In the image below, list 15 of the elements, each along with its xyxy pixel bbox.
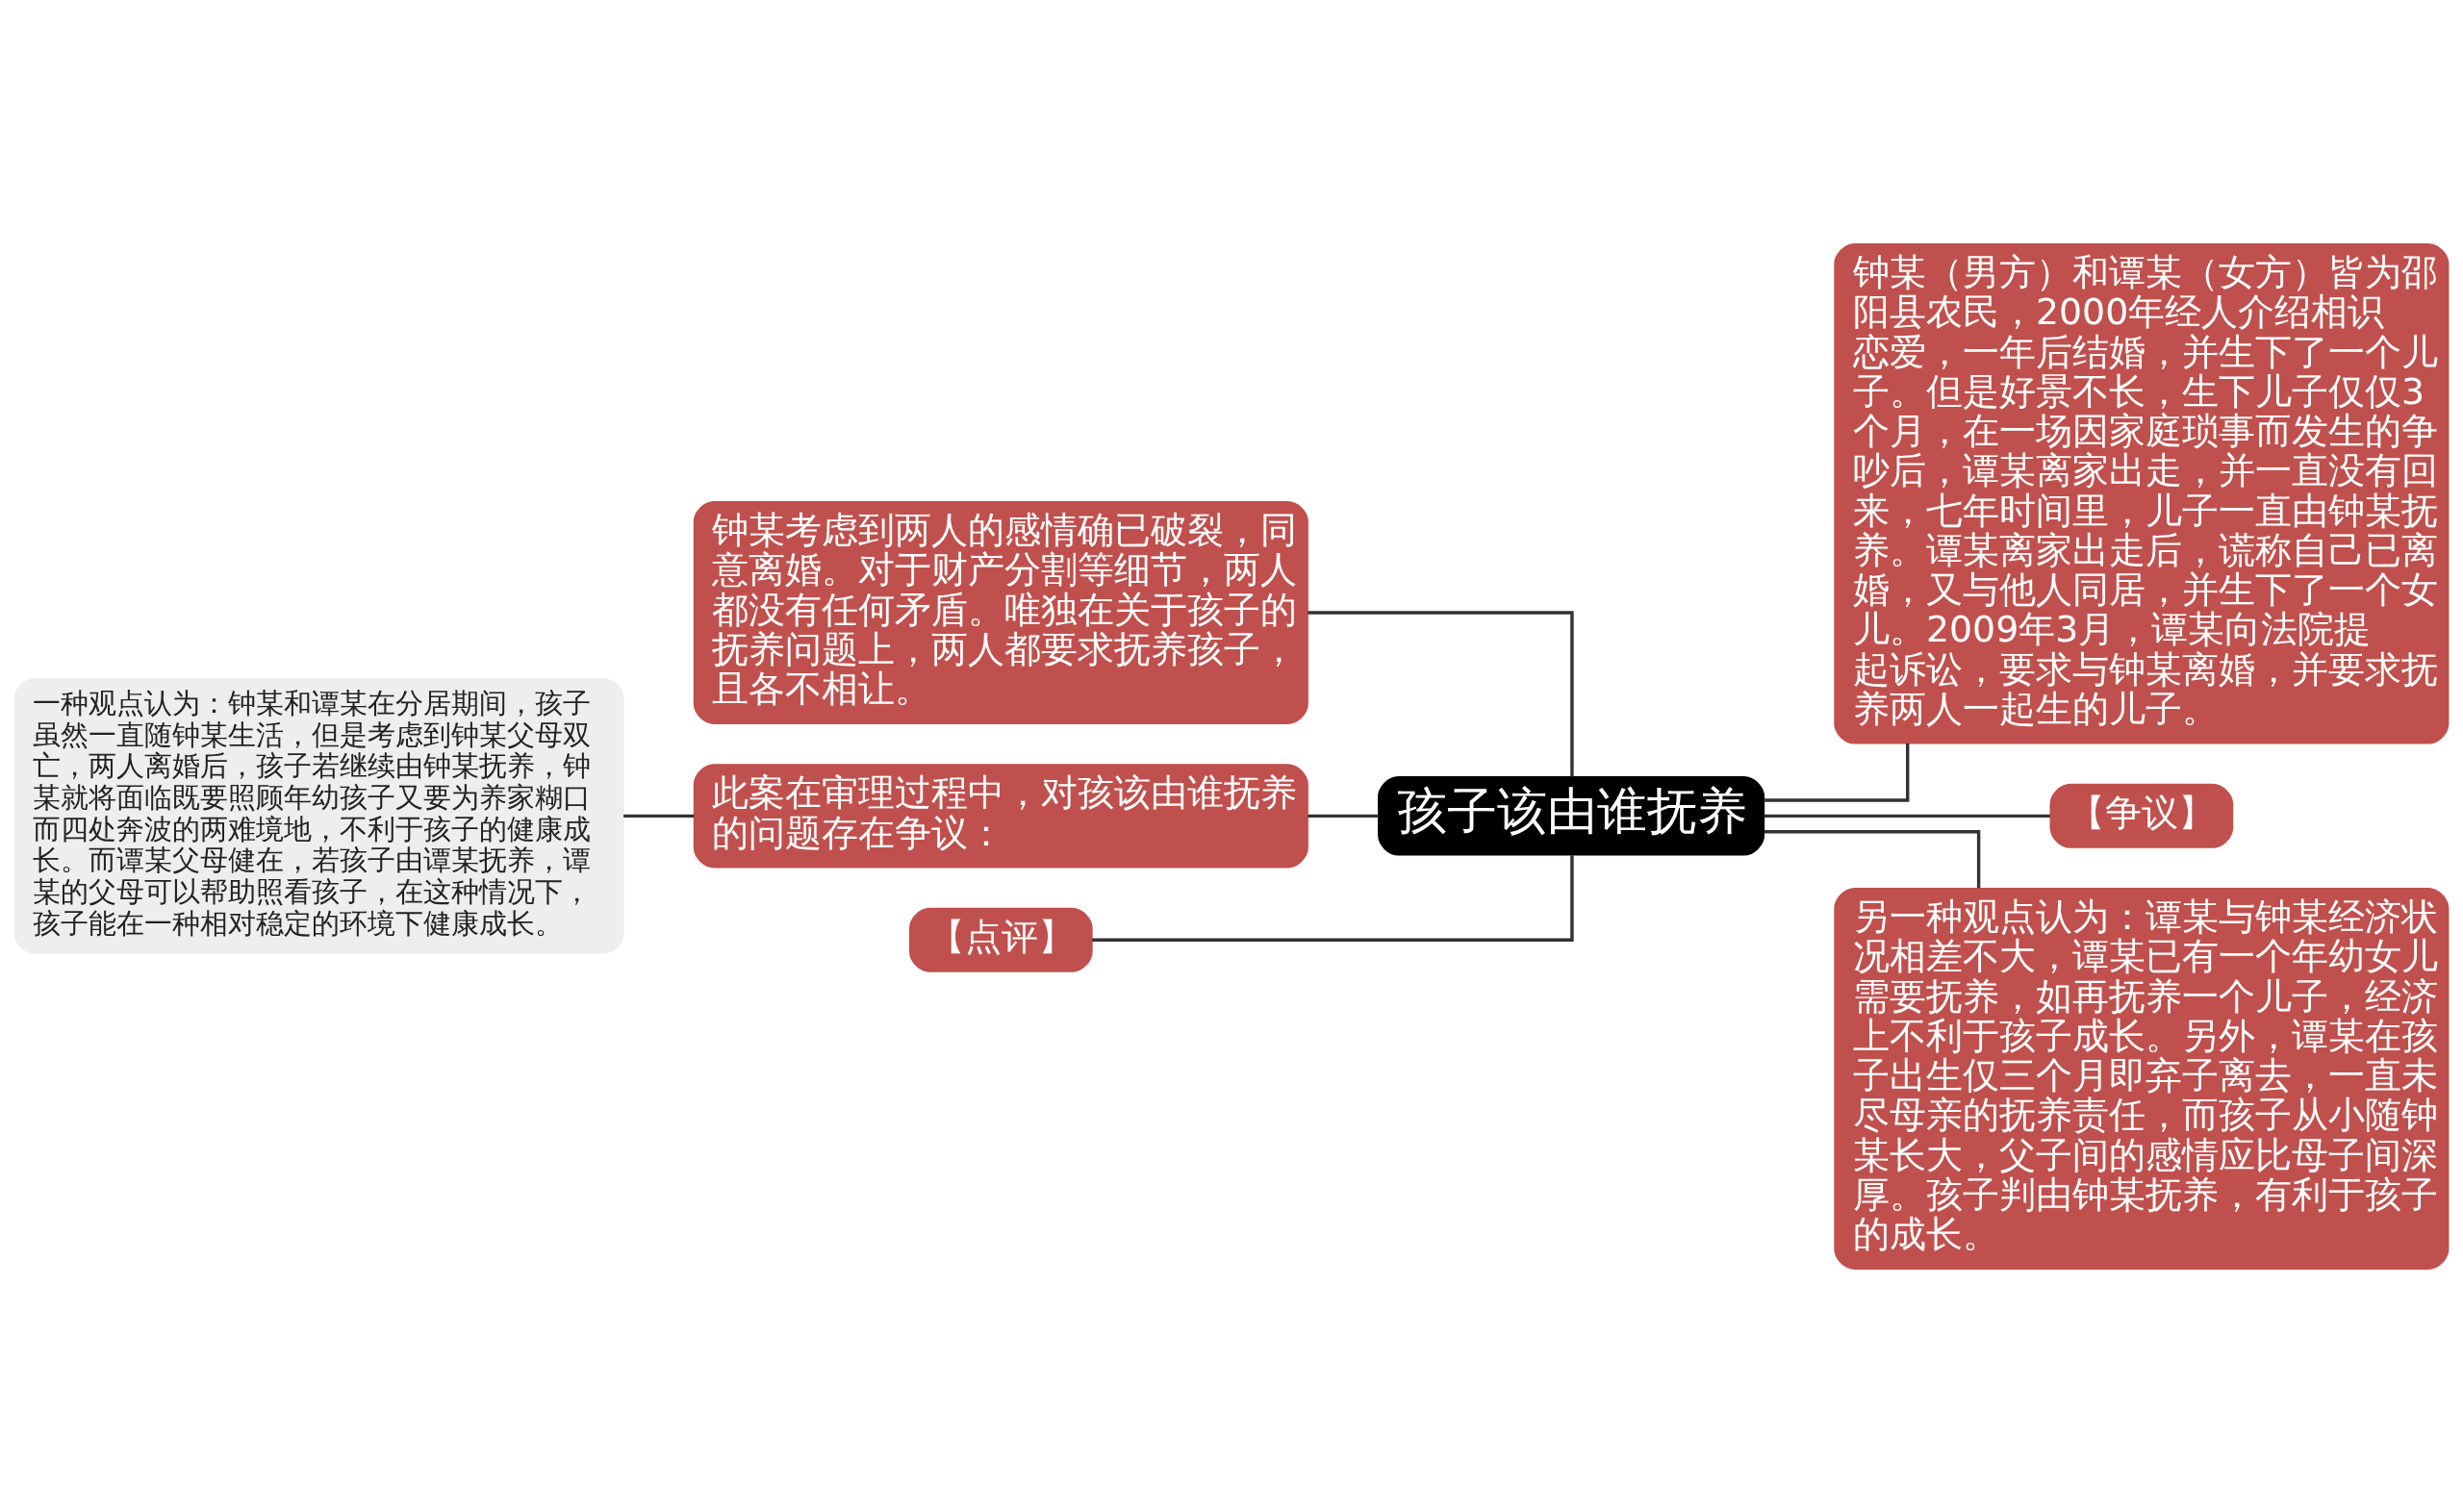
node-box: 钟某考虑到两人的感情确已破裂，同意离婚。对于财产分割等细节，两人都没有任何矛盾。唯独在关于孩子的抚养问题上，两人都要求抚养孩子，且各不相让。 (693, 500, 1308, 724)
node-box: 一种观点认为：钟某和谭某在分居期间，孩子虽然一直随钟某生活，但是考虑到钟某父母双亡，两人离婚后，孩子若继续由钟某抚养，钟某就将面临既要照顾年幼孩子又要为养家糊口而四处奔波的两难境地，不利于孩子的健康成长。而谭某父母健在，若孩子由谭某抚养，谭某的父母可以帮助照看孩子，在这种情况下，孩子能在一种相对稳定的环境下健康成长。 (13, 677, 624, 954)
connector (1308, 610, 1574, 777)
connector (1764, 814, 2050, 818)
node-box: 另一种观点认为：谭某与钟某经济状况相差不大，谭某已有一个年幼女儿需要抚养，如再抚养一个儿子，经济上不利于孩子成长。另外，谭某在孩子出生仅三个月即弃子离去，一直未尽母亲的抚养责任，而孩子从小随钟某长大，父子间的感情应比母子间深厚。孩子判由钟某抚养，有利于孩子的成长。 (1834, 887, 2450, 1270)
connector (1764, 743, 1910, 802)
node-box: 此案在审理过程中，对孩该由谁抚养的问题存在争议： (693, 763, 1308, 868)
node-box: 钟某（男方）和谭某（女方）皆为邵阳县农民，2000年经人介绍相识恋爱，一年后结婚，并生下了一个儿子。但是好景不长，生下儿子仅仅3个月，在一场因家庭琐事而发生的争吵后，谭某离家出走，并一直没有回来，七年时间里，儿子一直由钟某抚养。谭某离家出走后，谎称自己已离婚，又与他人同居，并生下了一个女儿。2009年3月，谭某向法院提起诉讼，要求与钟某离婚，并要求抚养两人一起生的儿子。 (1834, 242, 2450, 744)
connector (1092, 854, 1574, 942)
node-box: 孩子该由谁抚养 (1378, 775, 1765, 856)
connector (1764, 829, 1981, 889)
node-box: 【点评】 (908, 907, 1093, 972)
node-box: 【争议】 (2049, 783, 2234, 848)
connector (1308, 814, 1379, 818)
connector (623, 814, 695, 818)
